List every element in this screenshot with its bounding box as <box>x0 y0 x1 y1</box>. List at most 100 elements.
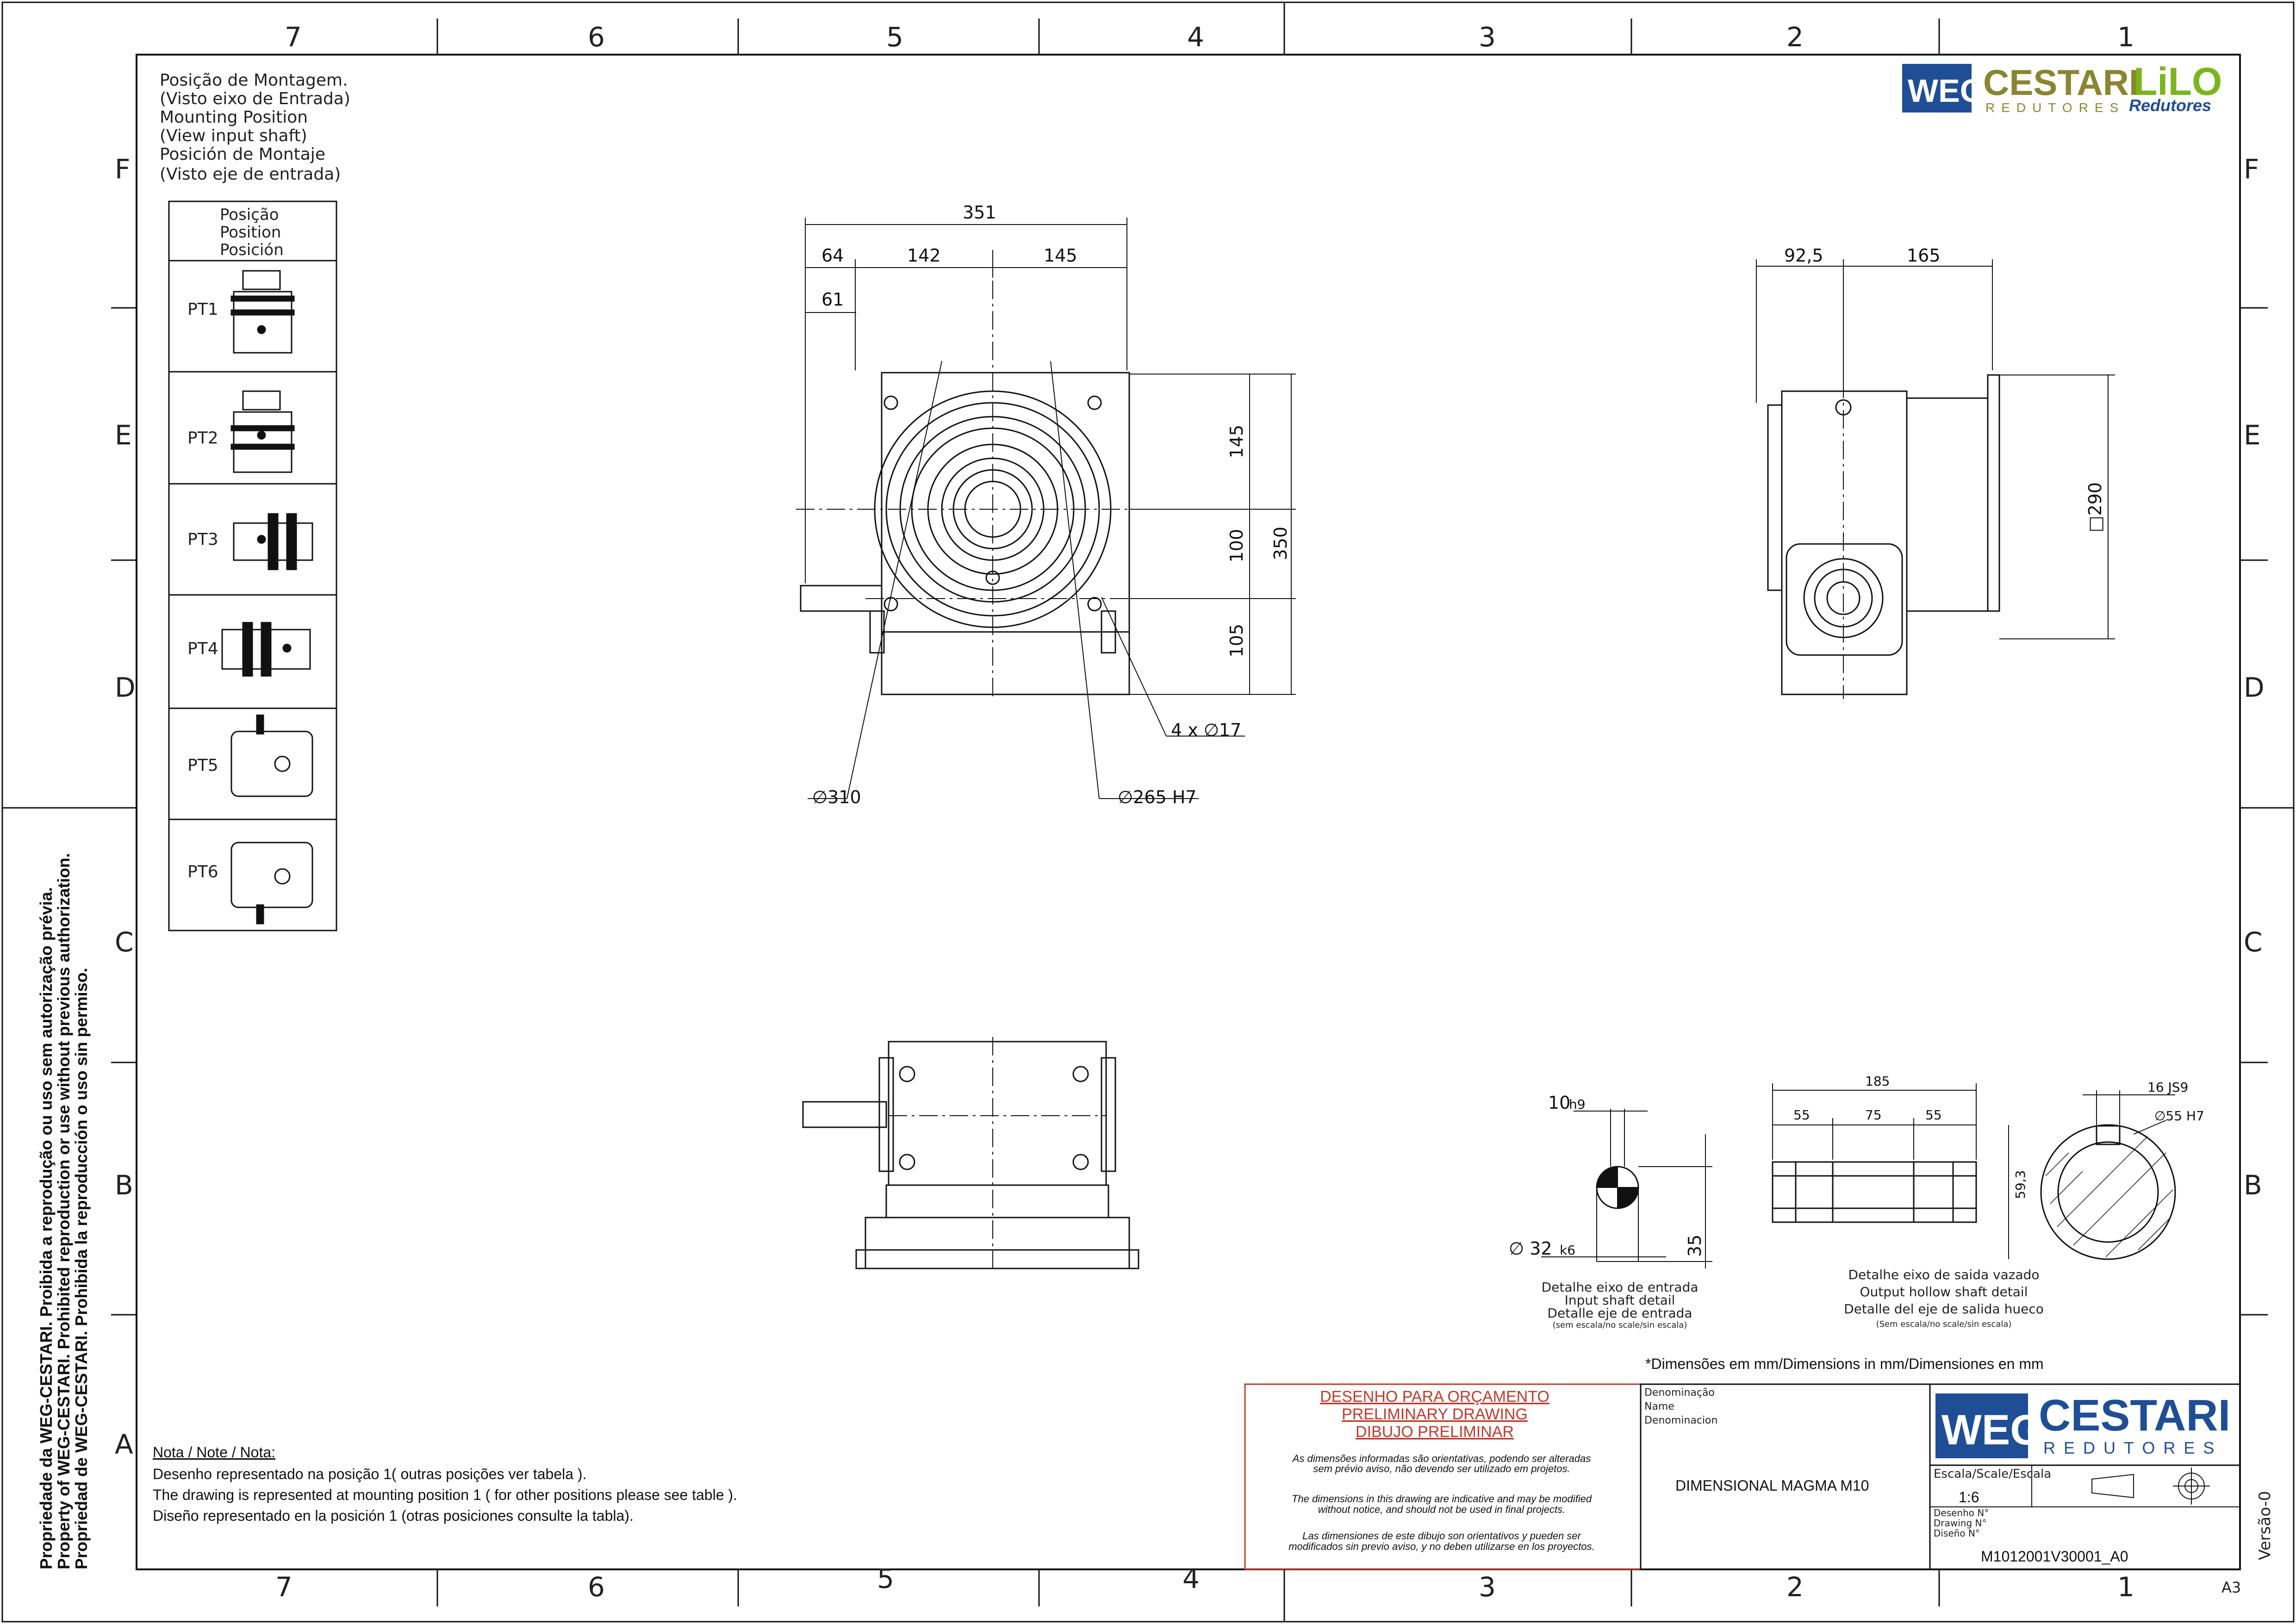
title-logo-cestari: CESTARI <box>2039 1391 2230 1440</box>
preliminary-heading-es: DIBUJO PRELIMINAR <box>1356 1423 1514 1441</box>
preliminary-pt-2: sem prévio aviso, não devendo ser utiliz… <box>1313 1463 1570 1474</box>
drawing-label-en: Drawing N° <box>1934 1518 1986 1529</box>
grid-column-labels-bottom: 7 6 5 4 3 2 1 <box>275 1563 2134 1603</box>
drawing-frame <box>136 54 2241 1570</box>
grid-col-2-bottom: 2 <box>1786 1571 1804 1603</box>
grid-row-B-right: B <box>2244 1169 2262 1201</box>
hollow-shaft-caption-en: Output hollow shaft detail <box>1860 1284 2028 1299</box>
side-view: 92,5 165 □290 <box>1756 245 2115 699</box>
input-shaft-caption-en: Input shaft detail <box>1565 1293 1675 1308</box>
grid-row-C-right: C <box>2244 926 2263 958</box>
title-logo-redutores: REDUTORES <box>2043 1438 2222 1457</box>
dim-100-vert: 100 <box>1226 529 1247 562</box>
dim-145-vert: 145 <box>1226 425 1247 458</box>
input-shaft-detail: 10 h9 ∅ 32 k6 35 Detalhe eixo de entrada… <box>1509 1093 1712 1330</box>
position-pt1: PT1 <box>187 300 218 319</box>
denomination-label-pt: Denominação <box>1644 1387 1715 1399</box>
grid-col-1-bottom: 1 <box>2117 1571 2134 1603</box>
callout-d265: ∅265 H7 <box>1118 787 1196 807</box>
denomination-label-es: Denominacion <box>1644 1415 1717 1426</box>
grid-col-7: 7 <box>285 21 302 53</box>
sheet-size: A3 <box>2221 1579 2241 1596</box>
input-shaft-scale-note: (sem escala/no scale/sin escala) <box>1553 1320 1687 1330</box>
hollow-shaft-detail: 185 55 75 55 59,3 16 JS9 ∅55 H7 Detalhe … <box>1772 1074 2204 1329</box>
preliminary-heading-en: PRELIMINARY DRAWING <box>1342 1405 1528 1423</box>
notes-block: Nota / Note / Nota: Desenho representado… <box>153 1444 737 1524</box>
mounting-position-table: Posição Position Posición PT1 PT2 PT3 PT… <box>168 200 337 931</box>
grid-row-B: B <box>115 1169 133 1201</box>
projection-symbol-icon <box>2091 1468 2210 1505</box>
hollow-shaft-scale-note: (Sem escala/no scale/sin escala) <box>1876 1319 2012 1329</box>
hollow-length-a: 55 <box>1793 1107 1810 1123</box>
input-shaft-tolerance: k6 <box>1560 1243 1575 1258</box>
hollow-dim-59-3: 59,3 <box>2013 1170 2028 1199</box>
title-logo-badge <box>1935 1393 2028 1458</box>
pt3-sketch <box>233 513 313 570</box>
input-key-width: 10 <box>1548 1093 1570 1113</box>
hollow-shaft-caption-es: Detalle del eje de salida hueco <box>1844 1301 2044 1317</box>
property-notice-es: Propriedad de WEG-CESTARI. Prohibida la … <box>72 968 91 1570</box>
callout-holes: 4 x ∅17 <box>1171 720 1241 740</box>
mounting-title-line-6: (Visto eje de entrada) <box>160 165 341 184</box>
denomination-label-en: Name <box>1644 1401 1674 1412</box>
units-note: *Dimensões em mm/Dimensions in mm/Dimens… <box>1645 1355 2044 1372</box>
preliminary-es-1: Las dimensiones de este dibujo son orien… <box>1302 1530 1581 1542</box>
position-pt5: PT5 <box>187 756 218 775</box>
grid-row-D: D <box>115 672 136 703</box>
hollow-length-b: 75 <box>1865 1107 1882 1123</box>
grid-col-5: 5 <box>886 21 903 53</box>
dim-142: 142 <box>907 245 941 266</box>
preliminary-box: DESENHO PARA ORÇAMENTO PRELIMINARY DRAWI… <box>1244 1383 1642 1570</box>
logo-top-weg: WEG <box>1908 73 1985 109</box>
grid-row-E-right: E <box>2244 419 2261 451</box>
preliminary-heading-pt: DESENHO PARA ORÇAMENTO <box>1320 1388 1549 1405</box>
input-shaft-diameter: ∅ 32 <box>1509 1238 1552 1259</box>
dim-92-5: 92,5 <box>1784 245 1823 266</box>
version-label: Versão-0 <box>2256 1491 2274 1560</box>
position-pt4: PT4 <box>187 639 218 658</box>
scale-label: Escala/Scale/Escala <box>1934 1467 2051 1481</box>
mounting-title-line-1: Posição de Montagem. <box>160 71 348 90</box>
logo-top-lilo: LiLO <box>2134 60 2222 103</box>
pt1-sketch <box>230 270 295 354</box>
dim-165: 165 <box>1907 245 1941 266</box>
grid-col-1: 1 <box>2117 21 2134 53</box>
grid-row-F-right: F <box>2244 153 2259 185</box>
mounting-title-line-5: Posición de Montaje <box>160 145 325 164</box>
grid-col-3-bottom: 3 <box>1479 1571 1496 1603</box>
position-pt6: PT6 <box>187 862 218 881</box>
pt5-sketch <box>230 714 313 797</box>
title-block: Denominação Name Denominacion DIMENSIONA… <box>1640 1383 2274 1596</box>
notes-line-en: The drawing is represented at mounting p… <box>153 1487 737 1503</box>
notes-line-pt: Desenho representado na posição 1( outra… <box>153 1466 586 1482</box>
logo-top: WEG CESTARI REDUTORES LiLO Redutores <box>1902 60 2222 115</box>
grid-col-6: 6 <box>588 21 605 53</box>
scale-value: 1:6 <box>1959 1489 1979 1505</box>
pt6-sketch <box>230 842 313 924</box>
drawing-number: M1012001V30001_A0 <box>1981 1548 2128 1565</box>
preliminary-es-2: modificados sin previo aviso, y no deben… <box>1288 1541 1595 1552</box>
input-shaft-caption-es: Detalle eje de entrada <box>1547 1305 1692 1321</box>
hollow-length-total: 185 <box>1865 1074 1890 1089</box>
drawing-label-pt: Desenho N° <box>1934 1507 1989 1518</box>
hollow-bore: ∅55 H7 <box>2154 1108 2204 1124</box>
input-shaft-height: 35 <box>1685 1235 1705 1257</box>
grid-col-7-bottom: 7 <box>275 1571 292 1603</box>
grid-column-labels-top: 7 6 5 4 3 2 1 <box>285 21 2134 53</box>
pt4-sketch <box>221 622 311 677</box>
preliminary-pt-1: As dimensões informadas são orientativas… <box>1292 1453 1591 1464</box>
mounting-header-es: Posición <box>220 241 284 259</box>
mounting-header-en: Position <box>220 223 281 242</box>
callout-d310: ∅310 <box>812 787 861 807</box>
grid-col-4: 4 <box>1187 21 1204 53</box>
grid-row-E: E <box>115 419 132 451</box>
grid-row-labels: F E D C B A F E D C B <box>115 153 2265 1460</box>
grid-row-A: A <box>115 1429 133 1460</box>
front-view: 351 64 142 145 61 145 100 105 350 4 x ∅1… <box>796 202 1296 807</box>
position-pt2: PT2 <box>187 429 218 448</box>
dim-64: 64 <box>821 245 844 266</box>
grid-row-C: C <box>115 926 134 958</box>
